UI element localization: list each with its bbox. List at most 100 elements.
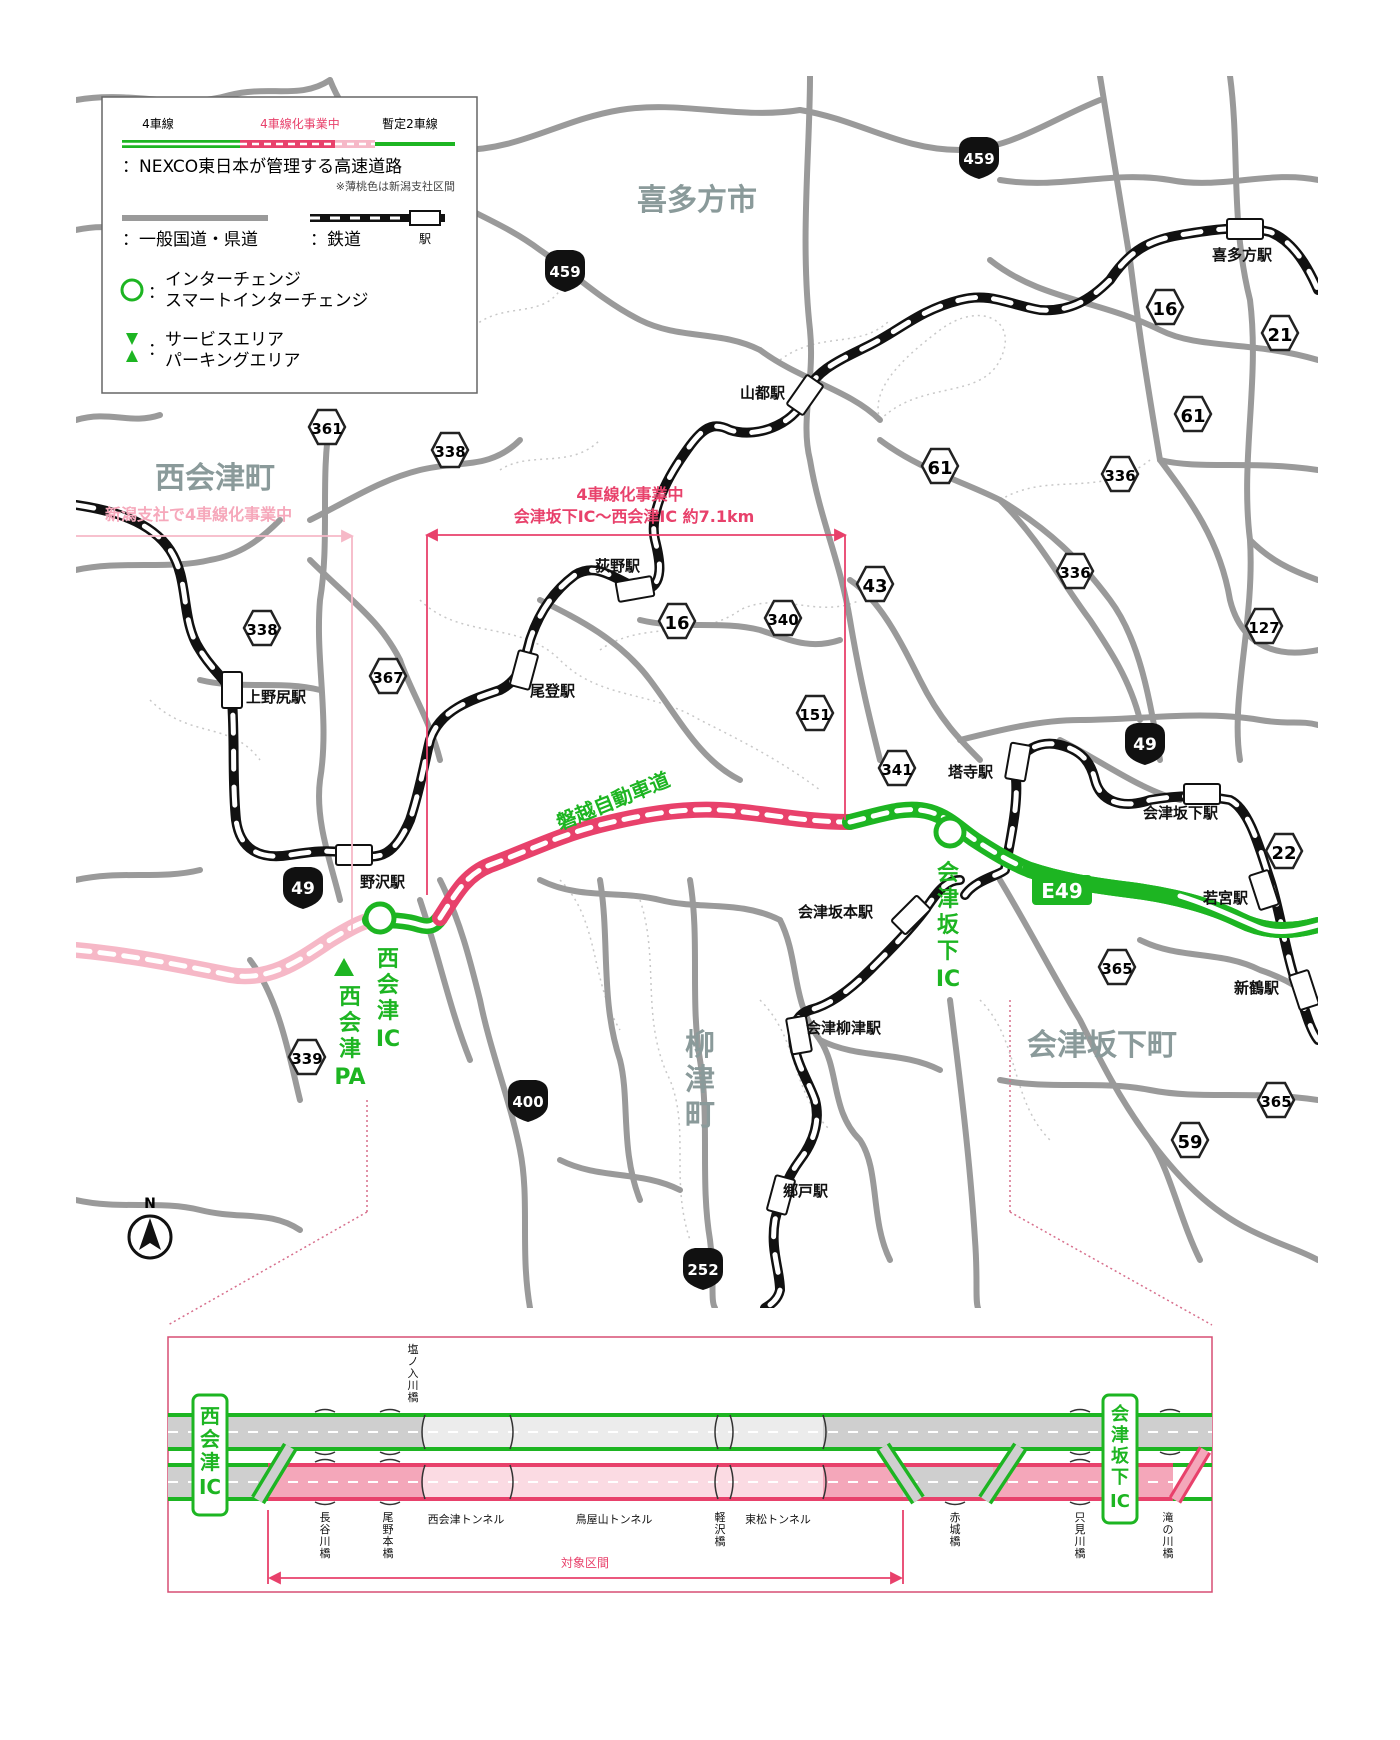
route-16a: 16 xyxy=(1152,299,1177,320)
route-361: 361 xyxy=(311,420,342,438)
svg-text:見: 見 xyxy=(1075,1523,1086,1536)
route-336a: 336 xyxy=(1104,467,1135,485)
svg-text:IC: IC xyxy=(376,1027,400,1052)
legend-ic-icon xyxy=(120,278,144,302)
svg-text:城: 城 xyxy=(950,1523,961,1536)
general-roads xyxy=(76,76,1318,1308)
route-336b: 336 xyxy=(1059,564,1090,582)
north-arrow-icon xyxy=(139,1218,161,1250)
svg-text:IC: IC xyxy=(936,967,960,992)
map-area: E49 磐越自動車道 16 21 61 361 338 61 336 336 4… xyxy=(76,76,1318,1308)
station-goto: 郷戸駅 xyxy=(783,1182,829,1200)
svg-text:IC: IC xyxy=(1110,1491,1130,1512)
svg-text:沢: 沢 xyxy=(715,1522,726,1536)
legend-provisional: 暫定2車線 xyxy=(382,116,438,131)
legend-sa-icon xyxy=(126,333,138,345)
svg-text:西: 西 xyxy=(200,1404,220,1428)
svg-text:橋: 橋 xyxy=(408,1390,419,1404)
svg-text:川: 川 xyxy=(1163,1535,1174,1548)
svg-text:の: の xyxy=(1163,1523,1174,1536)
svg-text:坂: 坂 xyxy=(1111,1446,1130,1467)
svg-text:IC: IC xyxy=(199,1475,221,1499)
svg-text:会: 会 xyxy=(1111,1403,1129,1425)
station-aizubange: 会津坂下駅 xyxy=(1143,804,1219,822)
detail-nishiaizu-ic-label: 西 会 津 IC xyxy=(199,1404,221,1499)
route-338a: 338 xyxy=(434,443,465,461)
route-22: 22 xyxy=(1271,843,1296,864)
svg-text:津: 津 xyxy=(339,1036,361,1062)
expressway xyxy=(76,801,1318,985)
svg-text:軽: 軽 xyxy=(715,1511,726,1524)
svg-text:津: 津 xyxy=(377,998,399,1024)
svg-text:橋: 橋 xyxy=(1075,1546,1086,1560)
svg-text:会: 会 xyxy=(937,860,959,886)
route-markers: 16 21 61 361 338 61 336 336 43 16 340 12… xyxy=(242,137,1304,1290)
svg-text:川: 川 xyxy=(320,1535,331,1548)
route-127: 127 xyxy=(1248,619,1279,637)
station-ogino: 荻野駅 xyxy=(595,557,641,575)
nishiaizu-pa-marker[interactable] xyxy=(334,958,354,976)
legend-note: ※薄桃色は新潟支社区間 xyxy=(336,179,455,193)
route-459a: 459 xyxy=(963,150,994,168)
station-yamato: 山都駅 xyxy=(740,384,786,402)
route-49a: 49 xyxy=(1133,735,1157,755)
svg-text:塩: 塩 xyxy=(408,1342,419,1356)
route-339: 339 xyxy=(291,1050,322,1068)
project-note-2: 会津坂下IC～西会津IC 約7.1km xyxy=(514,507,755,526)
station-nozawa: 野沢駅 xyxy=(360,873,406,891)
station-oto: 尾登駅 xyxy=(530,682,576,700)
svg-text:本: 本 xyxy=(383,1534,394,1548)
svg-text:ノ: ノ xyxy=(408,1355,419,1368)
station-kitakata: 喜多方駅 xyxy=(1212,246,1273,264)
aizubange-ic-marker[interactable] xyxy=(933,815,967,849)
svg-text:下: 下 xyxy=(1111,1467,1129,1488)
svg-text:西: 西 xyxy=(377,947,399,972)
svg-text:入: 入 xyxy=(408,1367,419,1380)
route-16b: 16 xyxy=(664,613,689,634)
legend-widening: 4車線化事業中 xyxy=(260,116,340,131)
nishiaizu-ic-marker[interactable] xyxy=(363,901,397,935)
route-459b: 459 xyxy=(549,263,580,281)
project-bracket xyxy=(424,528,848,895)
niigata-bracket xyxy=(76,529,355,935)
legend-four-lane: 4車線 xyxy=(142,116,174,131)
route-43: 43 xyxy=(862,576,887,597)
bridge-obimoto: 尾 野 本 橋 xyxy=(383,1511,394,1560)
station-kaminojiri: 上野尻駅 xyxy=(246,688,307,706)
project-note-1: 4車線化事業中 xyxy=(576,485,683,504)
tunnel-toriyayama: 鳥屋山トンネル xyxy=(576,1512,653,1526)
svg-text:只: 只 xyxy=(1075,1511,1086,1524)
bridge-hasekawa: 長 谷 川 橋 xyxy=(320,1511,331,1560)
nishiaizu-pa-label: 西 会 津 PA xyxy=(334,985,365,1090)
svg-text:橋: 橋 xyxy=(320,1546,331,1560)
route-49b: 49 xyxy=(291,879,315,899)
town-yanaizu-1: 柳 xyxy=(685,1028,715,1063)
town-aizubange: 会津坂下町 xyxy=(1027,1028,1177,1063)
svg-text:坂: 坂 xyxy=(937,913,960,938)
bridge-karusawa: 軽 沢 橋 xyxy=(715,1511,726,1548)
e49-badge xyxy=(1032,875,1092,905)
bridge-tadami: 只 見 川 橋 xyxy=(1075,1511,1086,1560)
route-338b: 338 xyxy=(246,621,277,639)
route-340: 340 xyxy=(767,611,798,629)
tunnel-higashimatsu: 束松トンネル xyxy=(745,1512,811,1526)
zoom-connectors xyxy=(167,1000,1213,1326)
svg-text:川: 川 xyxy=(408,1379,419,1392)
station-wakamiya: 若宮駅 xyxy=(1202,889,1249,907)
detail-diagram: 西 会 津 IC 会 津 坂 下 IC 塩 ノ 入 川 橋 長 谷 川 xyxy=(167,1336,1213,1593)
detail-nishiaizu-ic-box xyxy=(191,1393,229,1517)
svg-text:野: 野 xyxy=(383,1523,394,1536)
legend-station: 駅 xyxy=(419,232,431,246)
aizubange-ic-label: 会 津 坂 下 IC xyxy=(936,860,960,992)
station-aizubangehon: 会津坂本駅 xyxy=(798,903,874,921)
route-341: 341 xyxy=(881,761,912,779)
terrain-contours xyxy=(149,289,1151,1241)
svg-text:谷: 谷 xyxy=(320,1523,331,1536)
town-labels: 喜多方市 西会津町 会津坂下町 柳 津 町 xyxy=(155,183,1177,1133)
station-markers xyxy=(221,218,1318,1216)
svg-text:津: 津 xyxy=(200,1450,220,1474)
compass-label: N xyxy=(144,1196,156,1212)
svg-text:会: 会 xyxy=(200,1427,220,1451)
svg-text:赤: 赤 xyxy=(950,1511,961,1524)
